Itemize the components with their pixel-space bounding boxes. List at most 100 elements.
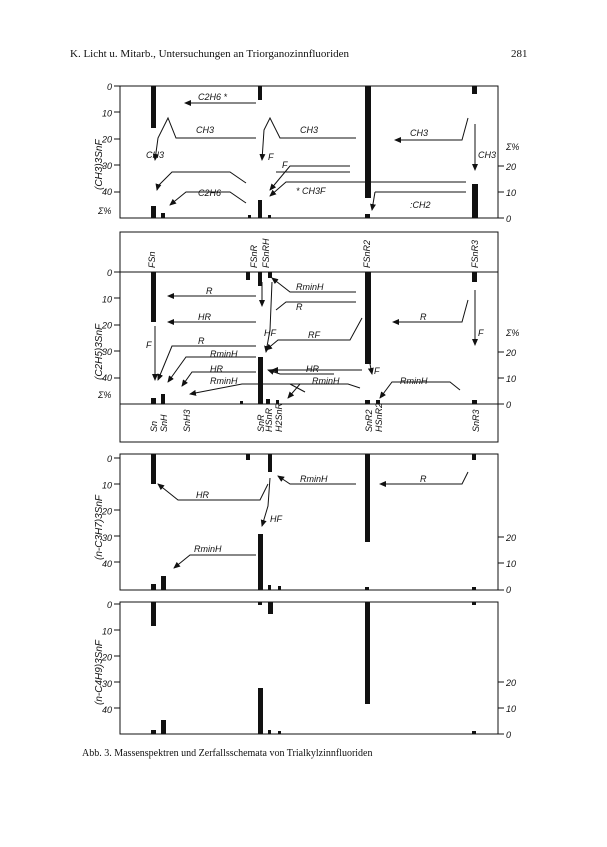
bar: [472, 184, 478, 218]
bar: [268, 585, 271, 590]
transition-label: R: [206, 286, 213, 296]
panel-ylabel: (n-C3H7)3SnF: [94, 494, 105, 560]
tick-label: 40: [102, 373, 112, 383]
transition-label: :CH2: [410, 200, 431, 210]
panel4-frame: [119, 601, 499, 735]
panel1-left-ticks: [114, 85, 120, 193]
transition-label: F: [146, 340, 152, 350]
ion-label: FSnR: [249, 244, 259, 268]
transition-label: HR: [306, 364, 319, 374]
bar: [472, 602, 476, 605]
bar: [365, 602, 370, 704]
tick-label: 10: [102, 480, 112, 490]
tick-label: 0: [107, 600, 112, 610]
bar: [161, 394, 165, 404]
bar: [268, 454, 272, 472]
tick-label: 10: [506, 704, 516, 714]
bar: [472, 86, 477, 94]
transition-label: R: [420, 474, 427, 484]
tick-label: 30: [102, 161, 112, 171]
tick-label: 0: [506, 400, 511, 410]
figure-caption: Abb. 3. Massenspektren und Zerfallsschem…: [82, 748, 373, 759]
panel2-bars: [151, 272, 477, 404]
bar: [248, 215, 251, 218]
transition-label: F: [478, 328, 484, 338]
tick-label: 30: [102, 347, 112, 357]
tick-label: 20: [101, 135, 112, 145]
transition-label: F: [282, 160, 288, 170]
panel1-frame: [119, 85, 499, 219]
tick-label: 0: [506, 730, 511, 740]
bar: [258, 357, 263, 404]
panel1-right-ticks: [498, 165, 504, 219]
transition-label: RminH: [210, 349, 238, 359]
panel1-bars: [151, 86, 478, 218]
panel4-right-ticks: [498, 681, 504, 735]
bar: [266, 399, 270, 404]
bar: [246, 454, 250, 460]
transition-label: C2H6: [198, 188, 221, 198]
bar: [151, 730, 156, 734]
bar: [151, 454, 156, 484]
tick-label: 40: [102, 187, 112, 197]
tick-label: 30: [102, 533, 112, 543]
ion-label: Sn: [149, 421, 159, 432]
bar: [365, 272, 371, 364]
bar: [472, 400, 477, 404]
bar: [258, 534, 263, 590]
bar: [151, 584, 156, 590]
ion-label: FSnR3: [470, 240, 480, 268]
transition-label: RminH: [312, 376, 340, 386]
ion-label: FSnRH: [261, 238, 271, 268]
panel3-arrows: [157, 471, 469, 569]
panel4-bars: [151, 602, 476, 734]
panel1-arrows: [152, 100, 478, 211]
tick-label: 0: [107, 454, 112, 464]
transition-label: RminH: [400, 376, 428, 386]
panel2-left-ticks: [114, 271, 120, 379]
bar: [258, 602, 262, 605]
transition-label: RminH: [210, 376, 238, 386]
panel2-right-ticks: [498, 351, 504, 405]
panel2-arrows: [152, 277, 478, 399]
tick-label: 40: [102, 705, 112, 715]
tick-label: 10: [506, 374, 516, 384]
bar: [246, 272, 250, 280]
tick-label: 0: [107, 82, 112, 92]
bar: [376, 400, 380, 404]
transition-label: RminH: [194, 544, 222, 554]
bar: [151, 272, 156, 322]
bar: [365, 86, 371, 198]
transition-label: F: [268, 152, 274, 162]
bar: [268, 730, 271, 734]
panel-ylabel: (CH3)3SnF: [94, 139, 105, 190]
bar: [365, 214, 370, 218]
bar: [472, 731, 476, 734]
tick-label: 20: [505, 348, 516, 358]
transition-label: HR: [210, 364, 223, 374]
transition-label: HR: [196, 490, 209, 500]
bar: [268, 272, 272, 278]
bar: [161, 720, 166, 734]
tick-label: 30: [102, 679, 112, 689]
ion-label: SnR2: [364, 409, 374, 432]
transition-label: CH3: [410, 128, 428, 138]
tick-label: 0: [506, 585, 511, 595]
running-header: K. Licht u. Mitarb., Untersuchungen an T…: [70, 48, 350, 60]
panel4-left-ticks: [114, 603, 120, 709]
ion-label: SnH: [159, 414, 169, 432]
ion-label: SnH3: [182, 409, 192, 432]
transition-label: F: [374, 366, 380, 376]
tick-label: 20: [505, 533, 516, 543]
bar: [268, 215, 271, 218]
bar: [258, 688, 263, 734]
transition-label: RF: [308, 330, 320, 340]
transition-label: HF: [264, 328, 276, 338]
bar: [161, 576, 166, 590]
bar: [365, 587, 369, 590]
ion-label: H2SnR: [274, 402, 284, 432]
bar: [365, 400, 370, 404]
tick-label: 20: [505, 678, 516, 688]
bar: [365, 454, 370, 542]
